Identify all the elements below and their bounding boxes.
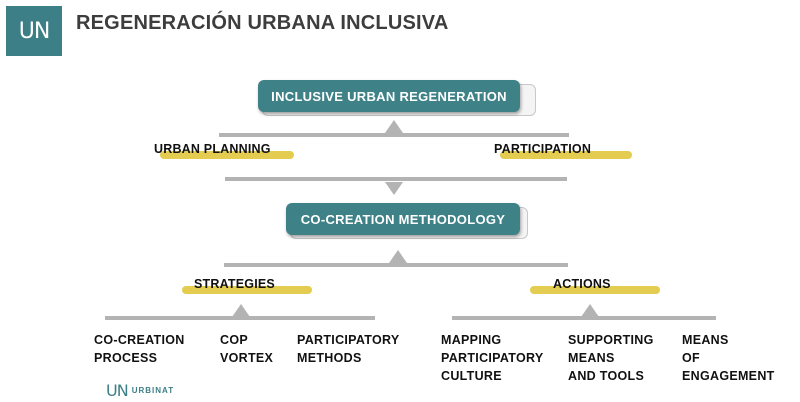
page-title: REGENERACIÓN URBANA INCLUSIVA [76,12,449,34]
middle-box: CO-CREATION METHODOLOGY [286,203,520,235]
urban-planning-highlight [160,151,294,159]
strategies-label: STRATEGIES [194,277,275,291]
strategy-item-2: COP VORTEX [220,333,274,365]
footer-logo: UN URBINAT [106,381,174,400]
strategies-highlight [182,286,312,294]
arrow-down [385,182,403,195]
fulcrum-middle [389,250,407,263]
strategy-item-1: CO-CREATION PROCESS [94,333,185,365]
top-box: INCLUSIVE URBAN REGENERATION [258,80,520,112]
action-item-3: MEANS OF ENGAGEMENT [682,333,775,383]
beam-actions [452,316,716,320]
participation-label: PARTICIPATION [494,142,592,156]
action-item-2: SUPPORTING MEANS AND TOOLS [568,333,654,383]
footer-logo-name: URBINAT [131,386,175,395]
beam-top [219,133,569,137]
actions-highlight [530,286,660,294]
beam-lower [224,263,568,267]
beam-middle [225,177,567,181]
strategy-item-3: PARTICIPATORY METHODS [297,333,400,365]
fulcrum-top [385,120,403,133]
logo-text: UN [18,18,51,44]
beam-strategies [105,316,375,320]
participation-highlight [500,151,632,159]
action-item-1: MAPPING PARTICIPATORY CULTURE [441,333,544,383]
fulcrum-actions [581,304,599,317]
urban-planning-label: URBAN PLANNING [154,142,271,156]
logo: UN [6,6,62,56]
fulcrum-strategies [232,304,250,317]
actions-label: ACTIONS [553,277,611,291]
footer-logo-mark: UN [106,381,129,400]
